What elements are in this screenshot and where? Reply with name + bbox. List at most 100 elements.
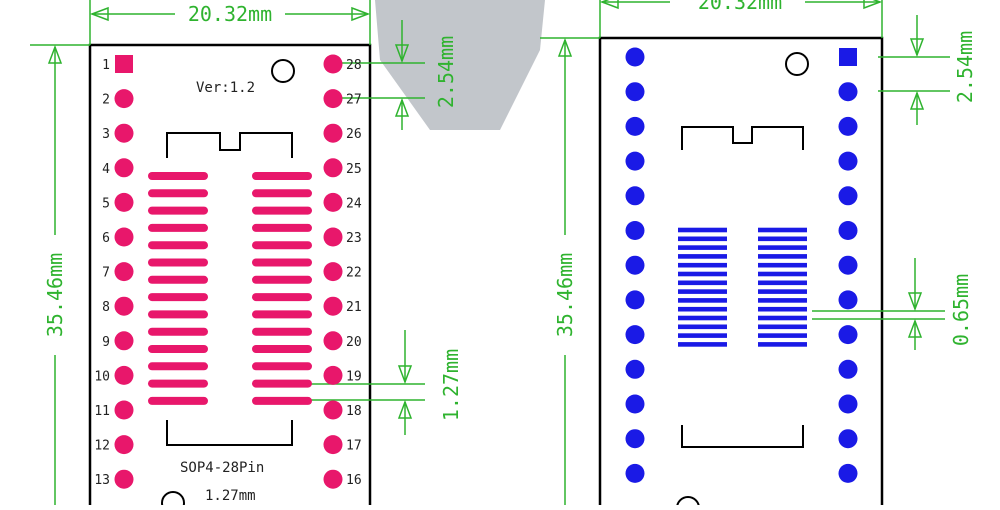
right-pin-label: 21 bbox=[346, 300, 362, 315]
right-smd-pad bbox=[758, 324, 807, 330]
left-pin-label: 5 bbox=[102, 196, 110, 211]
left-smd-pad bbox=[252, 223, 312, 232]
left-pin-label: 2 bbox=[102, 93, 110, 108]
left-smd-pad bbox=[148, 189, 208, 198]
left-pad-pin-11 bbox=[114, 400, 134, 420]
package-label: SOP4-28Pin bbox=[180, 460, 264, 476]
left-sop-pitch-dimension: 1.27mm bbox=[300, 330, 463, 435]
left-smd-pad bbox=[252, 362, 312, 371]
right-smd-pad bbox=[678, 306, 727, 312]
left-smd-pad bbox=[252, 206, 312, 215]
left-smd-pad bbox=[148, 223, 208, 232]
left-pad-square-pin-1 bbox=[115, 55, 133, 73]
left-smd-pad bbox=[148, 258, 208, 267]
right-ic-outline-top bbox=[681, 126, 804, 150]
left-height-label: 35.46mm bbox=[43, 253, 67, 337]
right-smd-pad bbox=[758, 227, 807, 233]
right-smd-pads bbox=[678, 227, 807, 347]
right-pad bbox=[838, 290, 858, 310]
left-board: 20.32mm 35.46mm 2.54mm 1. bbox=[30, 0, 463, 510]
right-width-dimension: 20.32mm bbox=[599, 0, 883, 38]
right-pad bbox=[838, 151, 858, 171]
left-pitch-label: 2.54mm bbox=[434, 36, 458, 108]
right-pad bbox=[838, 429, 858, 449]
right-pad bbox=[838, 82, 858, 102]
right-pin-label: 19 bbox=[346, 369, 362, 384]
left-pad-pin-26 bbox=[323, 123, 343, 143]
left-smd-pad bbox=[148, 172, 208, 180]
left-pad-pin-5 bbox=[114, 192, 134, 212]
left-pad-pin-23 bbox=[323, 227, 343, 247]
left-smd-pad bbox=[148, 362, 208, 371]
watermark-shape bbox=[375, 0, 545, 130]
right-smd-pad bbox=[678, 315, 727, 321]
right-smd-pad bbox=[678, 333, 727, 338]
left-pad-pin-7 bbox=[114, 262, 134, 282]
left-mount-hole-bottom bbox=[161, 491, 185, 510]
left-pad-pin-8 bbox=[114, 296, 134, 316]
left-smd-pad bbox=[148, 206, 208, 215]
right-pad bbox=[838, 116, 858, 136]
right-pad-square bbox=[839, 48, 857, 66]
right-pad bbox=[625, 186, 645, 206]
right-height-label: 35.46mm bbox=[553, 253, 577, 337]
right-pad bbox=[625, 82, 645, 102]
right-smd-pad bbox=[758, 280, 807, 286]
left-smd-pad bbox=[148, 275, 208, 284]
left-ic-outline-bottom bbox=[166, 420, 293, 446]
left-pin-label: 8 bbox=[102, 300, 110, 315]
left-pitch-dimension: 2.54mm bbox=[338, 20, 458, 130]
left-pad-pin-22 bbox=[323, 262, 343, 282]
left-smd-pad bbox=[148, 241, 208, 250]
right-pin-label: 24 bbox=[346, 196, 362, 211]
right-smd-pad bbox=[758, 245, 807, 250]
right-pin-label: 20 bbox=[346, 335, 362, 350]
right-pad bbox=[838, 394, 858, 414]
right-mount-hole-bottom bbox=[676, 496, 700, 510]
right-smd-pad bbox=[758, 315, 807, 321]
left-pad-pin-17 bbox=[323, 435, 343, 455]
left-smd-pad bbox=[148, 310, 208, 319]
left-pin-label: 9 bbox=[102, 335, 110, 350]
left-pad-pin-13 bbox=[114, 469, 134, 489]
right-tssop-pitch-label: 0.65mm bbox=[949, 274, 973, 346]
left-pad-pin-4 bbox=[114, 158, 134, 178]
right-smd-pad bbox=[758, 236, 807, 242]
right-pad bbox=[625, 47, 645, 67]
left-board-outline bbox=[88, 43, 372, 510]
left-smd-pad bbox=[252, 310, 312, 319]
left-pin-label: 13 bbox=[94, 473, 110, 488]
right-smd-pad bbox=[758, 254, 807, 259]
left-pad-pin-20 bbox=[323, 331, 343, 351]
right-pad bbox=[625, 290, 645, 310]
right-pitch-dimension: 2.54mm bbox=[878, 15, 977, 125]
left-smd-pad bbox=[252, 379, 312, 388]
right-pad bbox=[625, 116, 645, 136]
right-smd-pad bbox=[678, 324, 727, 330]
right-smd-pad bbox=[758, 298, 807, 303]
right-pad bbox=[625, 325, 645, 345]
left-pad-pin-6 bbox=[114, 227, 134, 247]
right-pad bbox=[625, 359, 645, 379]
right-through-hole-pads bbox=[625, 47, 858, 483]
right-smd-pad bbox=[678, 271, 727, 277]
right-pad bbox=[838, 325, 858, 345]
left-smd-pad bbox=[252, 345, 312, 353]
right-height-dimension: 35.46mm bbox=[540, 37, 600, 505]
left-pad-pin-25 bbox=[323, 158, 343, 178]
left-pin-label: 7 bbox=[102, 266, 110, 281]
right-pad bbox=[838, 463, 858, 483]
right-mount-hole-top bbox=[785, 52, 809, 76]
left-width-label: 20.32mm bbox=[188, 2, 272, 26]
right-pitch-label: 2.54mm bbox=[953, 31, 977, 103]
right-smd-pad bbox=[758, 342, 807, 347]
right-pin-label: 16 bbox=[346, 473, 362, 488]
left-pin-label: 6 bbox=[102, 231, 110, 246]
left-smd-pad bbox=[148, 327, 208, 336]
left-smd-pad bbox=[252, 258, 312, 267]
left-pin-label: 4 bbox=[102, 162, 110, 177]
right-pin-label: 28 bbox=[346, 58, 362, 73]
right-pin-label: 23 bbox=[346, 231, 362, 246]
